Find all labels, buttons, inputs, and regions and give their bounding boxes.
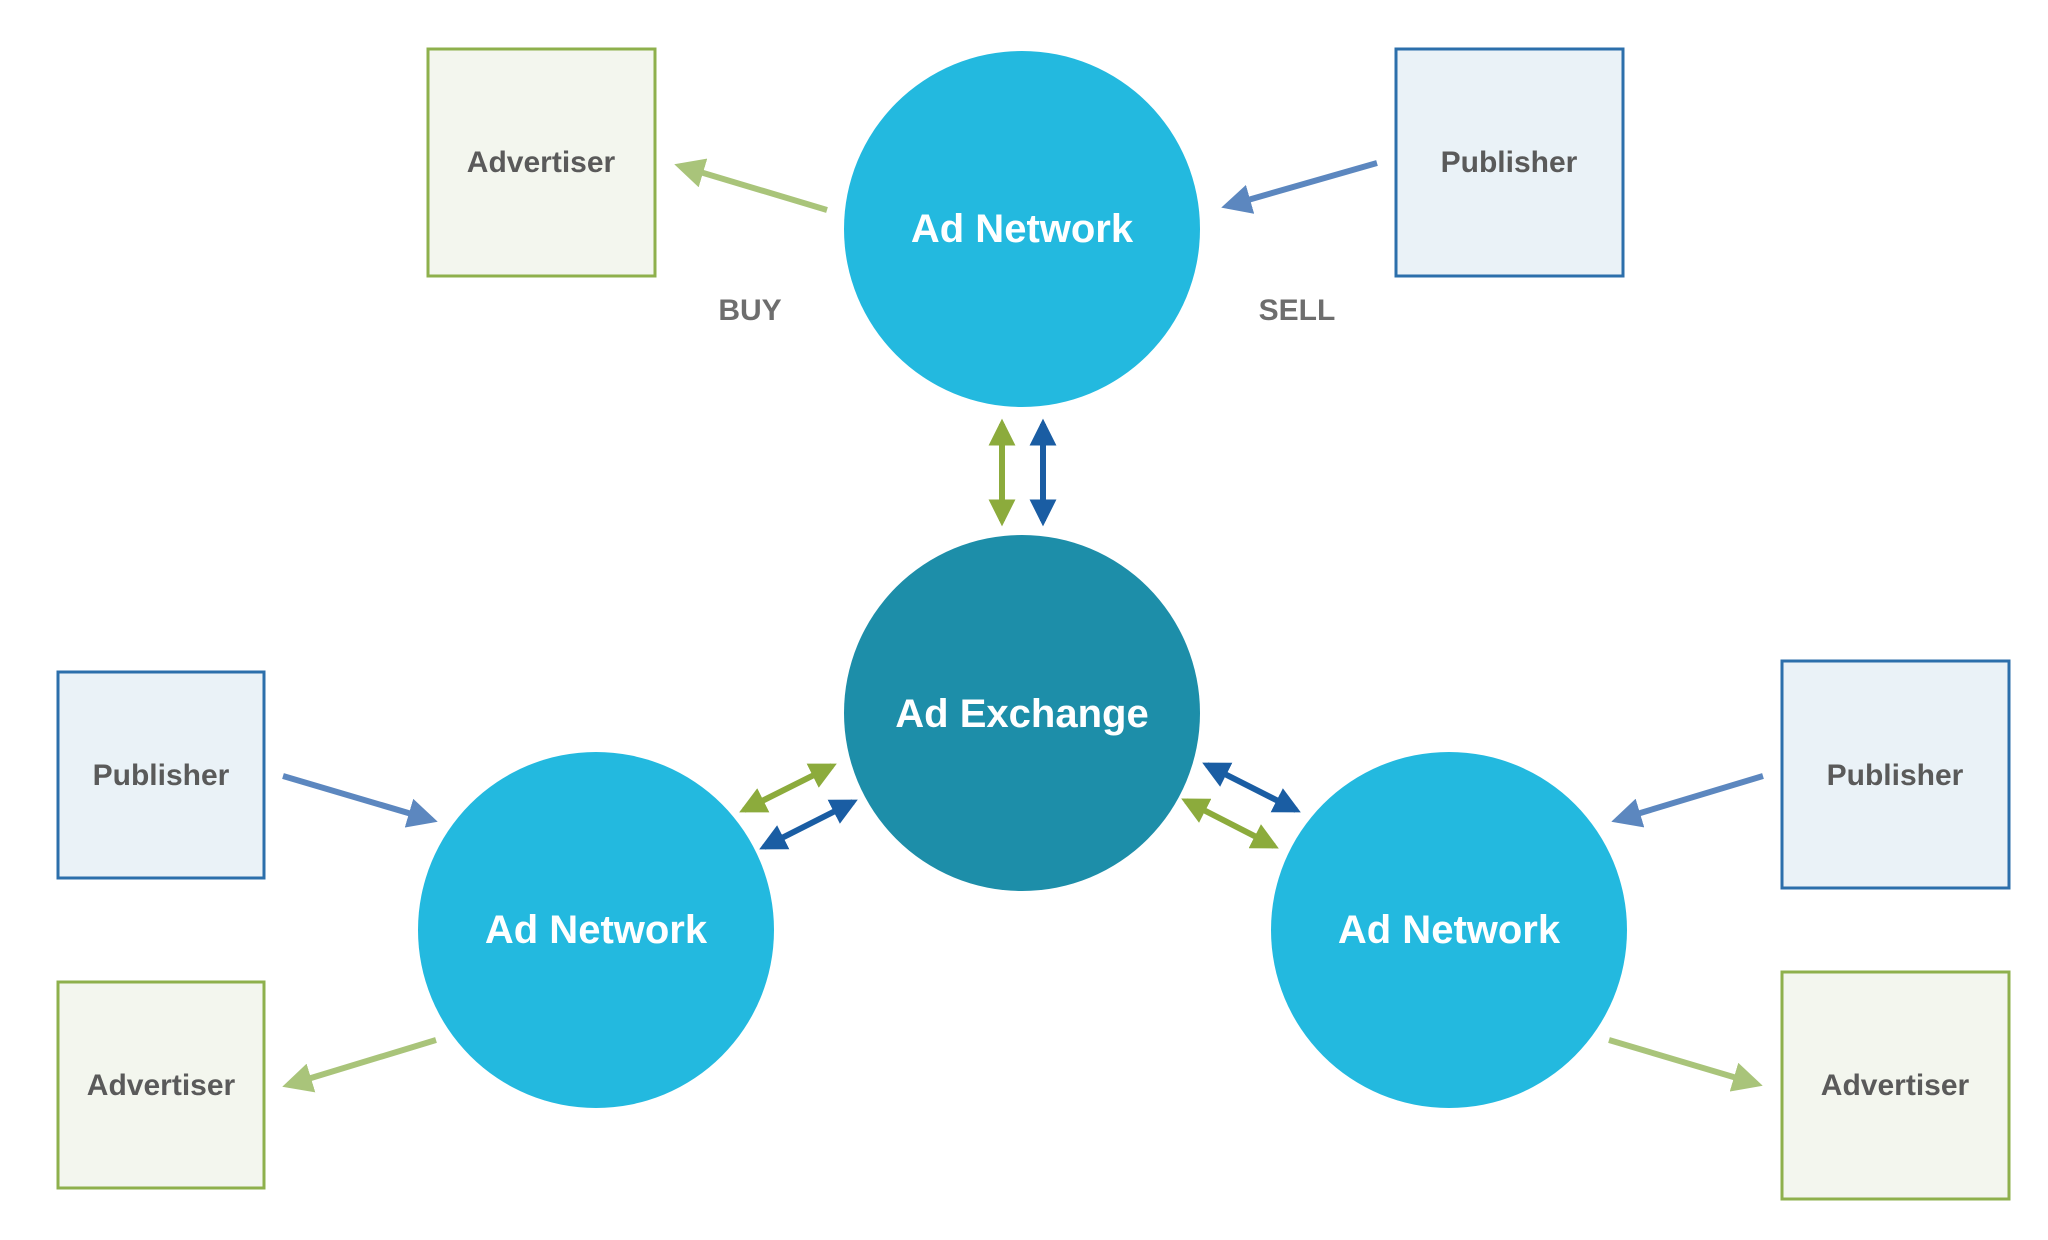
buy-arrow-left	[282, 1037, 437, 1093]
publisher-box-top	[1394, 47, 1625, 278]
sell-arrow-top	[1221, 160, 1378, 214]
publisher-label-right: Publisher	[1827, 759, 1964, 792]
ad-network-circle-top	[844, 51, 1200, 407]
publisher-box-left	[56, 670, 266, 880]
ad-exchange-label: Ad Exchange	[895, 692, 1148, 736]
link-blue-right	[1202, 762, 1301, 813]
advertiser-box-right	[1780, 970, 2011, 1201]
buy-arrow-top	[674, 158, 828, 213]
buy-arrow-right	[1608, 1037, 1763, 1092]
sell-label: SELL	[1259, 294, 1336, 327]
sell-arrow-left	[282, 773, 438, 828]
advertiser-box-left	[56, 980, 266, 1190]
buy-label: BUY	[718, 294, 781, 327]
publisher-label-left: Publisher	[93, 759, 230, 792]
advertiser-label-top: Advertiser	[467, 146, 616, 179]
link-green-left	[739, 763, 837, 813]
ad-exchange-circle	[844, 535, 1200, 891]
ad-network-label-left: Ad Network	[485, 908, 708, 952]
link-blue-left	[759, 799, 858, 850]
ad-network-label-top: Ad Network	[911, 207, 1134, 251]
ad-network-circle-right	[1271, 752, 1627, 1108]
link-green-right	[1181, 798, 1279, 849]
advertiser-label-left: Advertiser	[87, 1069, 236, 1102]
advertiser-label-right: Advertiser	[1821, 1069, 1970, 1102]
publisher-label-top: Publisher	[1441, 146, 1578, 179]
publisher-box-right	[1780, 659, 2011, 890]
sell-arrow-right	[1611, 773, 1764, 828]
ad-network-circle-left	[418, 752, 774, 1108]
ad-network-label-right: Ad Network	[1338, 908, 1561, 952]
advertiser-box-top	[426, 47, 657, 278]
